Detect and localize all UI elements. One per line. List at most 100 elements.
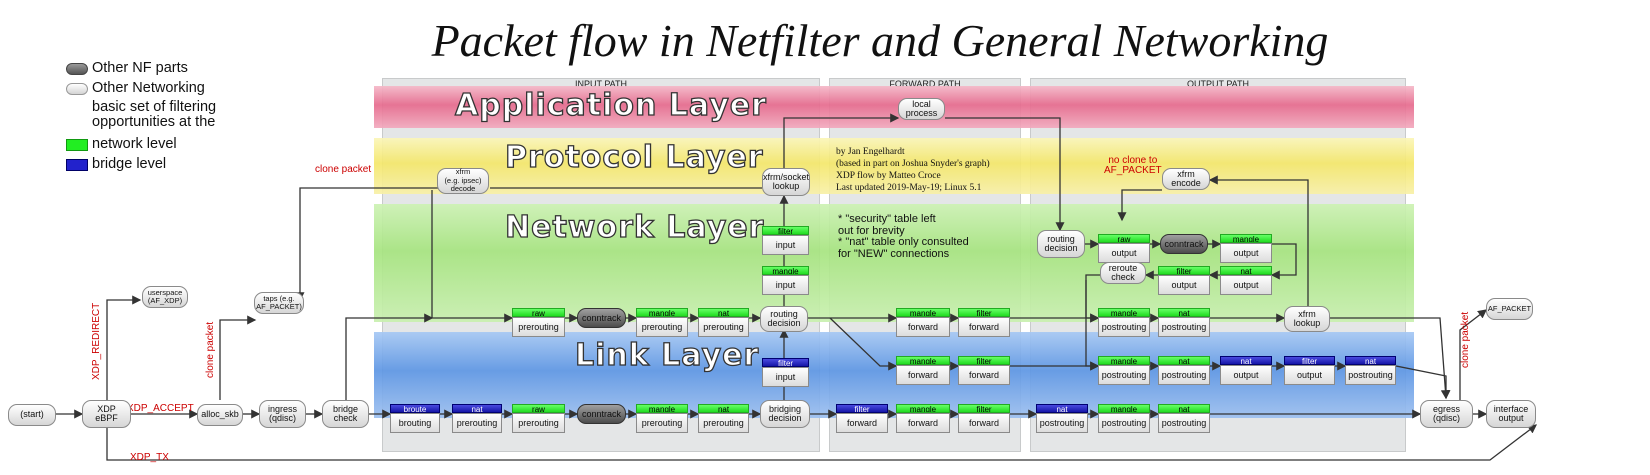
node-egress: egress (qdisc) bbox=[1420, 400, 1473, 428]
chain-name: output bbox=[1098, 243, 1150, 263]
chain-name: forward bbox=[896, 317, 950, 337]
clone-packet-alloc-label: clone packet bbox=[205, 321, 216, 378]
table-name: nat bbox=[698, 404, 749, 413]
chain-name: forward bbox=[958, 413, 1010, 433]
legend-note: basic set of filtering opportunities at … bbox=[92, 99, 217, 130]
diagram-title: Packet flow in Netfilter and General Net… bbox=[431, 15, 1329, 66]
chain-name: prerouting bbox=[636, 317, 688, 337]
chain-name: output bbox=[1220, 365, 1272, 385]
node-interface-output: interface output bbox=[1486, 400, 1536, 428]
table-name: raw bbox=[1098, 234, 1150, 243]
wire-reroute-link bbox=[1085, 280, 1100, 371]
chain-name: prerouting bbox=[512, 317, 565, 337]
no-clone-label: no clone to AF_PACKET bbox=[1104, 155, 1162, 176]
table-name: nat bbox=[1158, 308, 1210, 317]
wire-netfwd-brfwd bbox=[829, 317, 898, 371]
chain-name: prerouting bbox=[698, 317, 749, 337]
table-name: nat bbox=[1158, 404, 1210, 413]
table-name: mangle bbox=[896, 308, 950, 317]
network-layer-title: Network Layer bbox=[504, 209, 765, 245]
wire-bridgecheck-net bbox=[345, 313, 434, 400]
node-bridge-check: bridge check bbox=[322, 400, 369, 428]
table-name: mangle bbox=[636, 308, 688, 317]
table-name: nat bbox=[1158, 356, 1210, 365]
table-name: filter bbox=[958, 404, 1010, 413]
input-path-label: INPUT PATH bbox=[574, 79, 627, 89]
wire-xfrmlookup-egress bbox=[1330, 317, 1450, 400]
chain-name: brouting bbox=[390, 413, 440, 433]
chain-name: output bbox=[1158, 275, 1210, 295]
chain-name: forward bbox=[896, 413, 950, 433]
wire-local-routing bbox=[945, 117, 1065, 232]
chain-name: forward bbox=[896, 365, 950, 385]
protocol-layer-title: Protocol Layer bbox=[504, 139, 764, 175]
table-name: filter bbox=[958, 308, 1010, 317]
table-name: mangle bbox=[1098, 356, 1150, 365]
wire-xdp-tx bbox=[106, 424, 1538, 461]
xdp-tx-label: XDP_TX bbox=[130, 452, 169, 463]
table-name: filter bbox=[836, 404, 888, 413]
forward-path-label: FORWARD PATH bbox=[889, 79, 961, 89]
chain-name: output bbox=[1220, 275, 1272, 295]
legend-gray-swatch bbox=[66, 63, 88, 75]
wire-brpost-egress bbox=[1395, 365, 1451, 400]
chain-name: prerouting bbox=[512, 413, 565, 433]
chain-name: forward bbox=[958, 365, 1010, 385]
table-name: filter bbox=[762, 358, 809, 367]
node-bridging-decision: bridging decision bbox=[760, 400, 810, 428]
chain-name: postrouting bbox=[1036, 413, 1088, 433]
legend-blue-swatch bbox=[66, 159, 88, 171]
legend-light-swatch bbox=[66, 83, 88, 95]
table-name: mangle bbox=[1098, 308, 1150, 317]
node-local-process: local process bbox=[898, 98, 945, 120]
chain-name: prerouting bbox=[698, 413, 749, 433]
legend-bridge-level: bridge level bbox=[64, 154, 216, 174]
table-name: nat bbox=[1036, 404, 1088, 413]
node-conntrack-net: conntrack bbox=[577, 308, 626, 328]
table-name: mangle bbox=[896, 404, 950, 413]
chain-name: postrouting bbox=[1098, 317, 1150, 337]
credit-text: by Jan Engelhardt (based in part on Josh… bbox=[836, 147, 990, 193]
table-name: filter bbox=[762, 226, 809, 235]
xdp-accept-label: XDP_ACCEPT bbox=[127, 403, 194, 414]
table-name: broute bbox=[390, 404, 440, 413]
output-path-label: OUTPUT PATH bbox=[1186, 79, 1249, 89]
chain-name: input bbox=[762, 235, 809, 255]
chain-name: postrouting bbox=[1345, 365, 1396, 385]
wire-egress-afpacket bbox=[1459, 309, 1488, 400]
table-name: mangle bbox=[636, 404, 688, 413]
node-routing-decision-out: routing decision bbox=[1037, 230, 1085, 258]
node-conntrack-out: conntrack bbox=[1160, 234, 1208, 254]
table-name: nat bbox=[1220, 266, 1272, 275]
wire-mangle-nat bbox=[1270, 243, 1297, 280]
node-xdp: XDP eBPF bbox=[82, 400, 131, 428]
table-name: filter bbox=[1158, 266, 1210, 275]
notes-text: * "security" table left out for brevity … bbox=[838, 213, 969, 260]
